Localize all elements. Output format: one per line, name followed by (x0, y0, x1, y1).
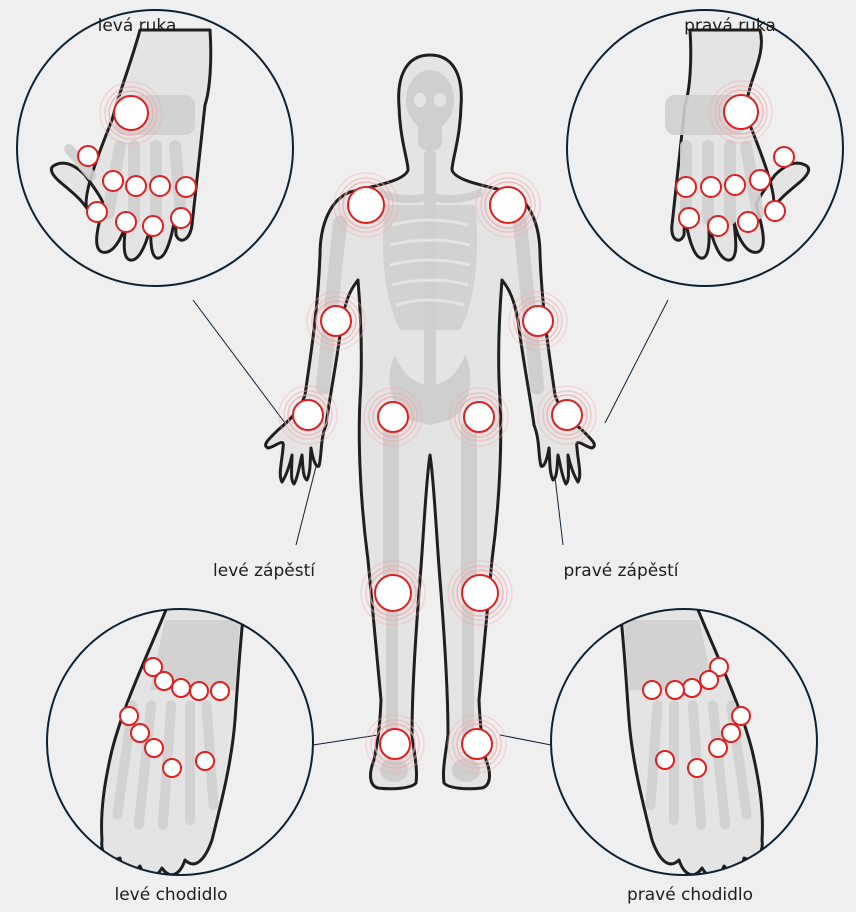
left-foot-detail (47, 600, 313, 877)
body-joint-marker (307, 292, 365, 350)
body-joint-marker (448, 561, 512, 625)
foot-joint-marker (120, 707, 138, 725)
hand-joint-marker (176, 177, 196, 197)
hand-joint-marker (78, 146, 98, 166)
hand-joint-marker (710, 81, 772, 143)
body-joint-marker (361, 561, 425, 625)
connector-left-foot (313, 735, 378, 745)
hand-joint-marker (116, 212, 136, 232)
foot-joint-marker (732, 707, 750, 725)
foot-joint-marker (211, 682, 229, 700)
hand-joint-marker (676, 177, 696, 197)
hand-joint-marker (103, 171, 123, 191)
hand-joint-marker (708, 216, 728, 236)
right-foot-detail (551, 600, 817, 877)
left-hand-detail (17, 10, 293, 286)
label-right-hand: pravá ruka (684, 16, 776, 36)
label-left-hand: levá ruka (98, 16, 177, 36)
hand-joint-marker (126, 176, 146, 196)
body-joint-marker (364, 388, 422, 446)
body-joint-marker (448, 715, 506, 773)
foot-joint-marker (722, 724, 740, 742)
body-joint-marker (538, 386, 596, 444)
body-joint-marker (509, 292, 567, 350)
body-joint-marker (366, 715, 424, 773)
hand-joint-marker (679, 208, 699, 228)
foot-joint-marker (688, 759, 706, 777)
foot-joint-marker (683, 679, 701, 697)
foot-joint-marker (196, 752, 214, 770)
foot-joint-marker (172, 679, 190, 697)
foot-joint-marker (666, 681, 684, 699)
hand-joint-marker (750, 170, 770, 190)
right-hand-detail (567, 10, 843, 286)
body-joint-marker (476, 173, 540, 237)
foot-joint-marker (643, 681, 661, 699)
body-joint-marker (334, 173, 398, 237)
body-joint-marker (279, 386, 337, 444)
hand-joint-marker (87, 202, 107, 222)
foot-joint-marker (709, 739, 727, 757)
hand-joint-marker (171, 208, 191, 228)
hand-joint-marker (701, 177, 721, 197)
label-left-foot: levé chodidlo (114, 885, 227, 905)
body-joint-marker (450, 388, 508, 446)
hand-joint-marker (738, 212, 758, 232)
foot-joint-marker (700, 671, 718, 689)
foot-joint-marker (145, 739, 163, 757)
connector-right-foot (500, 735, 551, 745)
label-left-wrist: levé zápěstí (213, 561, 315, 581)
foot-joint-marker (163, 759, 181, 777)
hand-joint-marker (725, 175, 745, 195)
hand-joint-marker (150, 176, 170, 196)
foot-joint-marker (131, 724, 149, 742)
hand-joint-marker (774, 147, 794, 167)
hand-joint-marker (143, 216, 163, 236)
foot-joint-marker (155, 672, 173, 690)
hand-joint-marker (765, 201, 785, 221)
connector-right-hand (605, 300, 668, 423)
label-right-wrist: pravé zápěstí (564, 561, 679, 581)
foot-joint-marker (656, 751, 674, 769)
hand-joint-marker (100, 82, 162, 144)
foot-joint-marker (190, 682, 208, 700)
connector-left-hand (193, 300, 285, 423)
label-right-foot: pravé chodidlo (627, 885, 753, 905)
